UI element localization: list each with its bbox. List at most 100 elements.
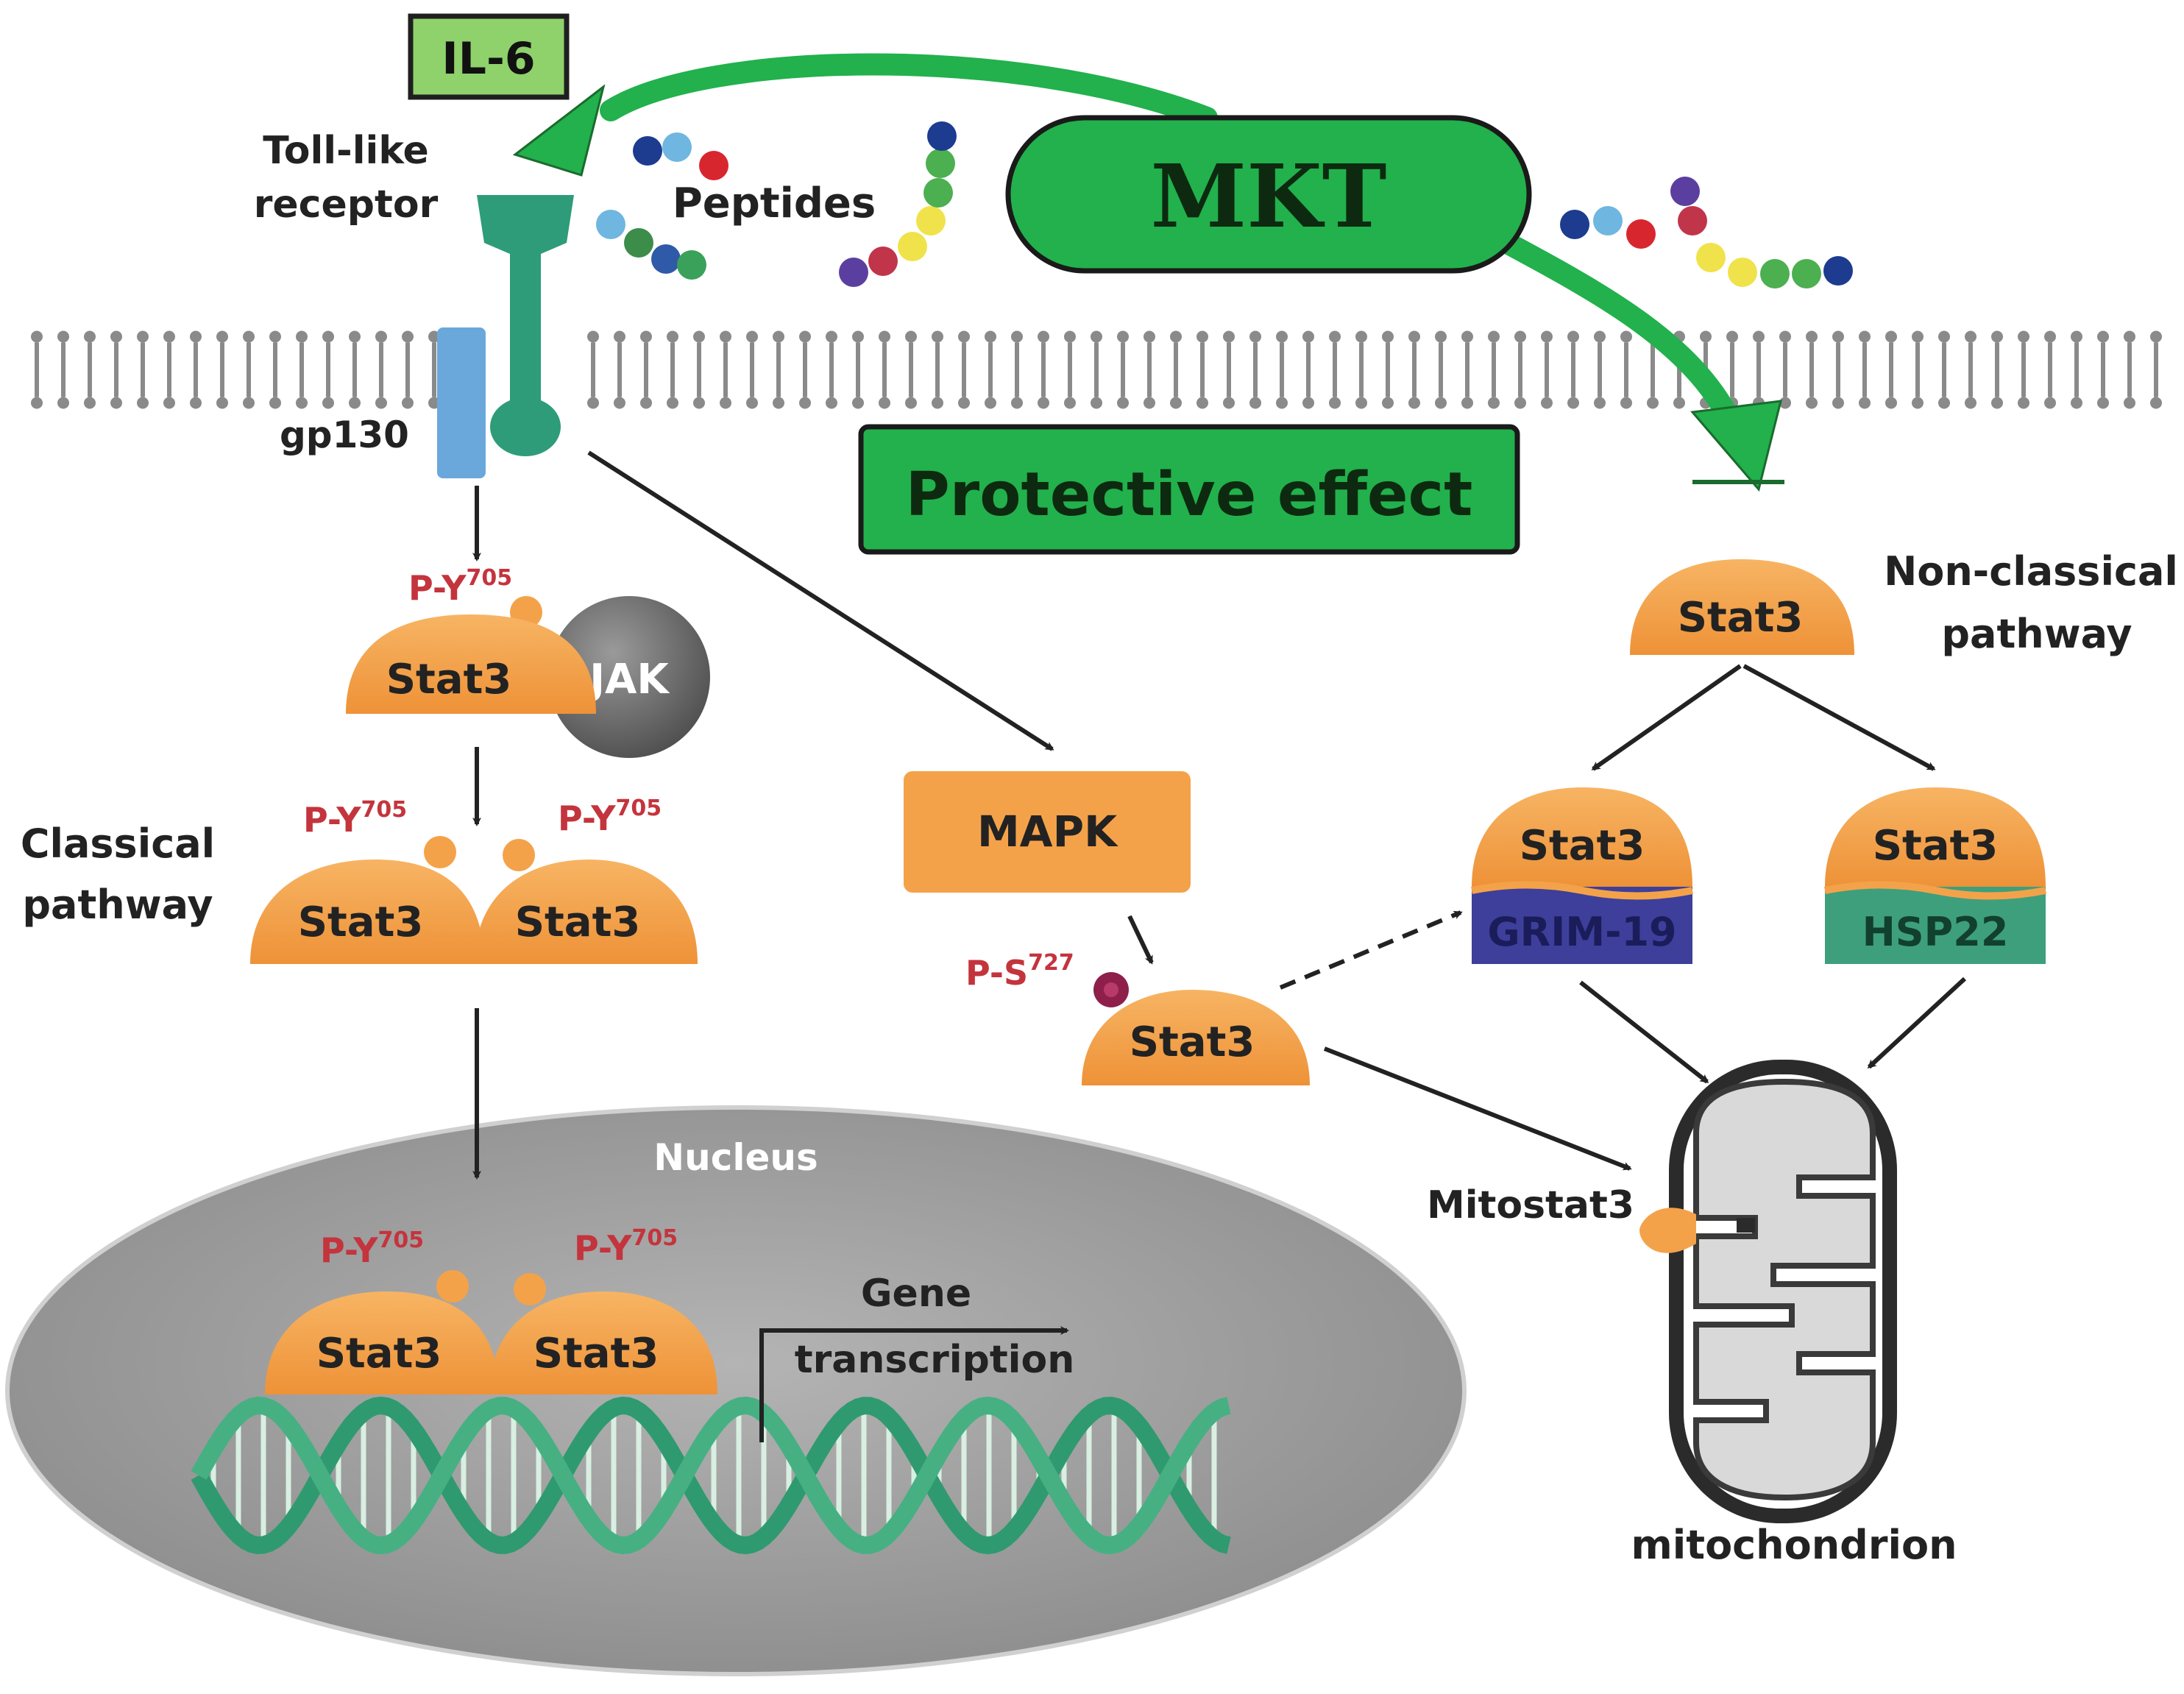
stat3-dimer-left <box>250 860 484 964</box>
mitostat3-protein <box>1639 1208 1696 1253</box>
membrane-lipid <box>773 330 784 409</box>
membrane-lipid <box>2071 330 2082 409</box>
membrane-lipid <box>1594 330 1606 409</box>
mitochondrion <box>1669 1060 1897 1523</box>
membrane-lipid <box>1461 330 1473 409</box>
mapk-to-stat3-arrow <box>1127 915 1154 965</box>
membrane-lipid <box>1753 330 1765 409</box>
mkt-to-il6-arrow <box>600 53 1218 129</box>
stat3-jak-bound <box>346 614 596 714</box>
membrane-lipid <box>1514 330 1526 409</box>
nonclassical-label-2: pathway <box>1941 611 2132 657</box>
membrane-lipid <box>640 330 652 409</box>
mitostat3-label: Mitostat3 <box>1427 1183 1634 1227</box>
membrane-lipid <box>2124 330 2135 409</box>
gp130-receptor <box>437 327 486 478</box>
peptide-chain-4 <box>1560 206 1656 249</box>
membrane-lipid <box>322 330 334 409</box>
py705-label-5: P-Y705 <box>574 1225 678 1268</box>
stat3-label-8: Stat3 <box>1520 822 1645 870</box>
stat3-mapk <box>1082 990 1310 1085</box>
tlr-label-line2: receptor <box>254 182 439 227</box>
membrane-lipid <box>905 330 917 409</box>
stat3-label-7: Stat3 <box>1678 594 1804 642</box>
stat3-nonclassical <box>1630 559 1854 655</box>
membrane-lipid <box>852 330 864 409</box>
stat3-nuclear-right <box>489 1291 717 1394</box>
mkt-to-il6-inhibit-head <box>512 84 606 177</box>
membrane-lipid <box>1991 330 2003 409</box>
phospho-site-3 <box>503 839 535 871</box>
membrane-lipid <box>1144 330 1155 409</box>
membrane-lipid <box>1859 330 1871 409</box>
mkt-box <box>1005 115 1532 274</box>
membrane-lipid <box>137 330 149 409</box>
phospho-site-s727-core <box>1104 982 1118 997</box>
nonclassical-label-1: Non-classical <box>1884 548 2178 595</box>
classical-pathway-label-1: Classical <box>21 821 215 867</box>
membrane-lipid <box>84 330 96 409</box>
stat3-label-1: Stat3 <box>386 656 512 704</box>
py705-label-3: P-Y705 <box>558 795 662 838</box>
membrane-lipid <box>1620 330 1632 409</box>
membrane-lipid <box>375 330 387 409</box>
membrane-lipid <box>1541 330 1553 409</box>
tlr-label-line1: Toll-like <box>263 129 429 173</box>
membrane-lipid <box>1885 330 1897 409</box>
nucleus-label: Nucleus <box>653 1136 818 1179</box>
nucleus <box>5 1105 1467 1676</box>
cell-membrane <box>31 330 2162 409</box>
membrane-lipid <box>958 330 970 409</box>
membrane-lipid <box>216 330 228 409</box>
membrane-lipid <box>1276 330 1288 409</box>
membrane-lipid <box>2018 330 2029 409</box>
membrane-lipid <box>243 330 255 409</box>
stat3-label-5: Stat3 <box>533 1330 659 1378</box>
membrane-lipid <box>110 330 122 409</box>
grim19-stat3-interface <box>1471 881 1693 900</box>
mapk-box <box>904 771 1191 893</box>
classical-pathway-label-2: pathway <box>22 882 213 928</box>
membrane-lipid <box>587 330 599 409</box>
membrane-lipid <box>746 330 758 409</box>
gp130-label: gp130 <box>280 414 409 456</box>
membrane-lipid <box>1091 330 1102 409</box>
py705-label-1: P-Y705 <box>408 565 512 608</box>
stat3-to-mitochondrion-arrow <box>1323 1046 1632 1171</box>
membrane-lipid <box>667 330 678 409</box>
protective-effect-label: Protective effect <box>906 460 1473 530</box>
membrane-lipid <box>1196 330 1208 409</box>
il6-label: IL-6 <box>442 33 535 85</box>
membrane-lipid <box>402 330 414 409</box>
stat3-label-6: Stat3 <box>1130 1018 1255 1066</box>
membrane-lipid <box>2044 330 2056 409</box>
membrane-lipid <box>1355 330 1367 409</box>
stat3-label-3: Stat3 <box>515 899 641 946</box>
membrane-lipid <box>296 330 308 409</box>
membrane-lipid <box>1302 330 1314 409</box>
py705-label-4: P-Y705 <box>320 1227 424 1270</box>
mkt-to-stat3-inhibit-head <box>1690 400 1782 492</box>
membrane-lipid <box>932 330 943 409</box>
membrane-lipid <box>1567 330 1579 409</box>
stat3-hsp22-top <box>1825 787 2046 887</box>
dna-strand <box>191 1396 1231 1555</box>
mkt-to-stat3-arrow <box>1475 221 1748 445</box>
stat3-label-9: Stat3 <box>1873 822 1999 870</box>
membrane-lipid <box>1938 330 1950 409</box>
stat3-nuclear-left <box>265 1291 499 1394</box>
membrane-lipid <box>1170 330 1182 409</box>
grim19-to-mitochondrion-arrow <box>1579 980 1709 1084</box>
membrane-lipid <box>1223 330 1235 409</box>
membrane-lipid <box>269 330 281 409</box>
hsp22-box <box>1825 887 2046 964</box>
membrane-lipid <box>720 330 731 409</box>
dna-strand <box>191 1396 1231 1555</box>
membrane-lipid <box>1064 330 1076 409</box>
gene-label-2: transcription <box>795 1338 1075 1382</box>
grim19-label: GRIM-19 <box>1487 909 1676 955</box>
membrane-lipid <box>163 330 175 409</box>
membrane-lipid <box>1038 330 1049 409</box>
stat3-grim19-top <box>1472 787 1692 887</box>
